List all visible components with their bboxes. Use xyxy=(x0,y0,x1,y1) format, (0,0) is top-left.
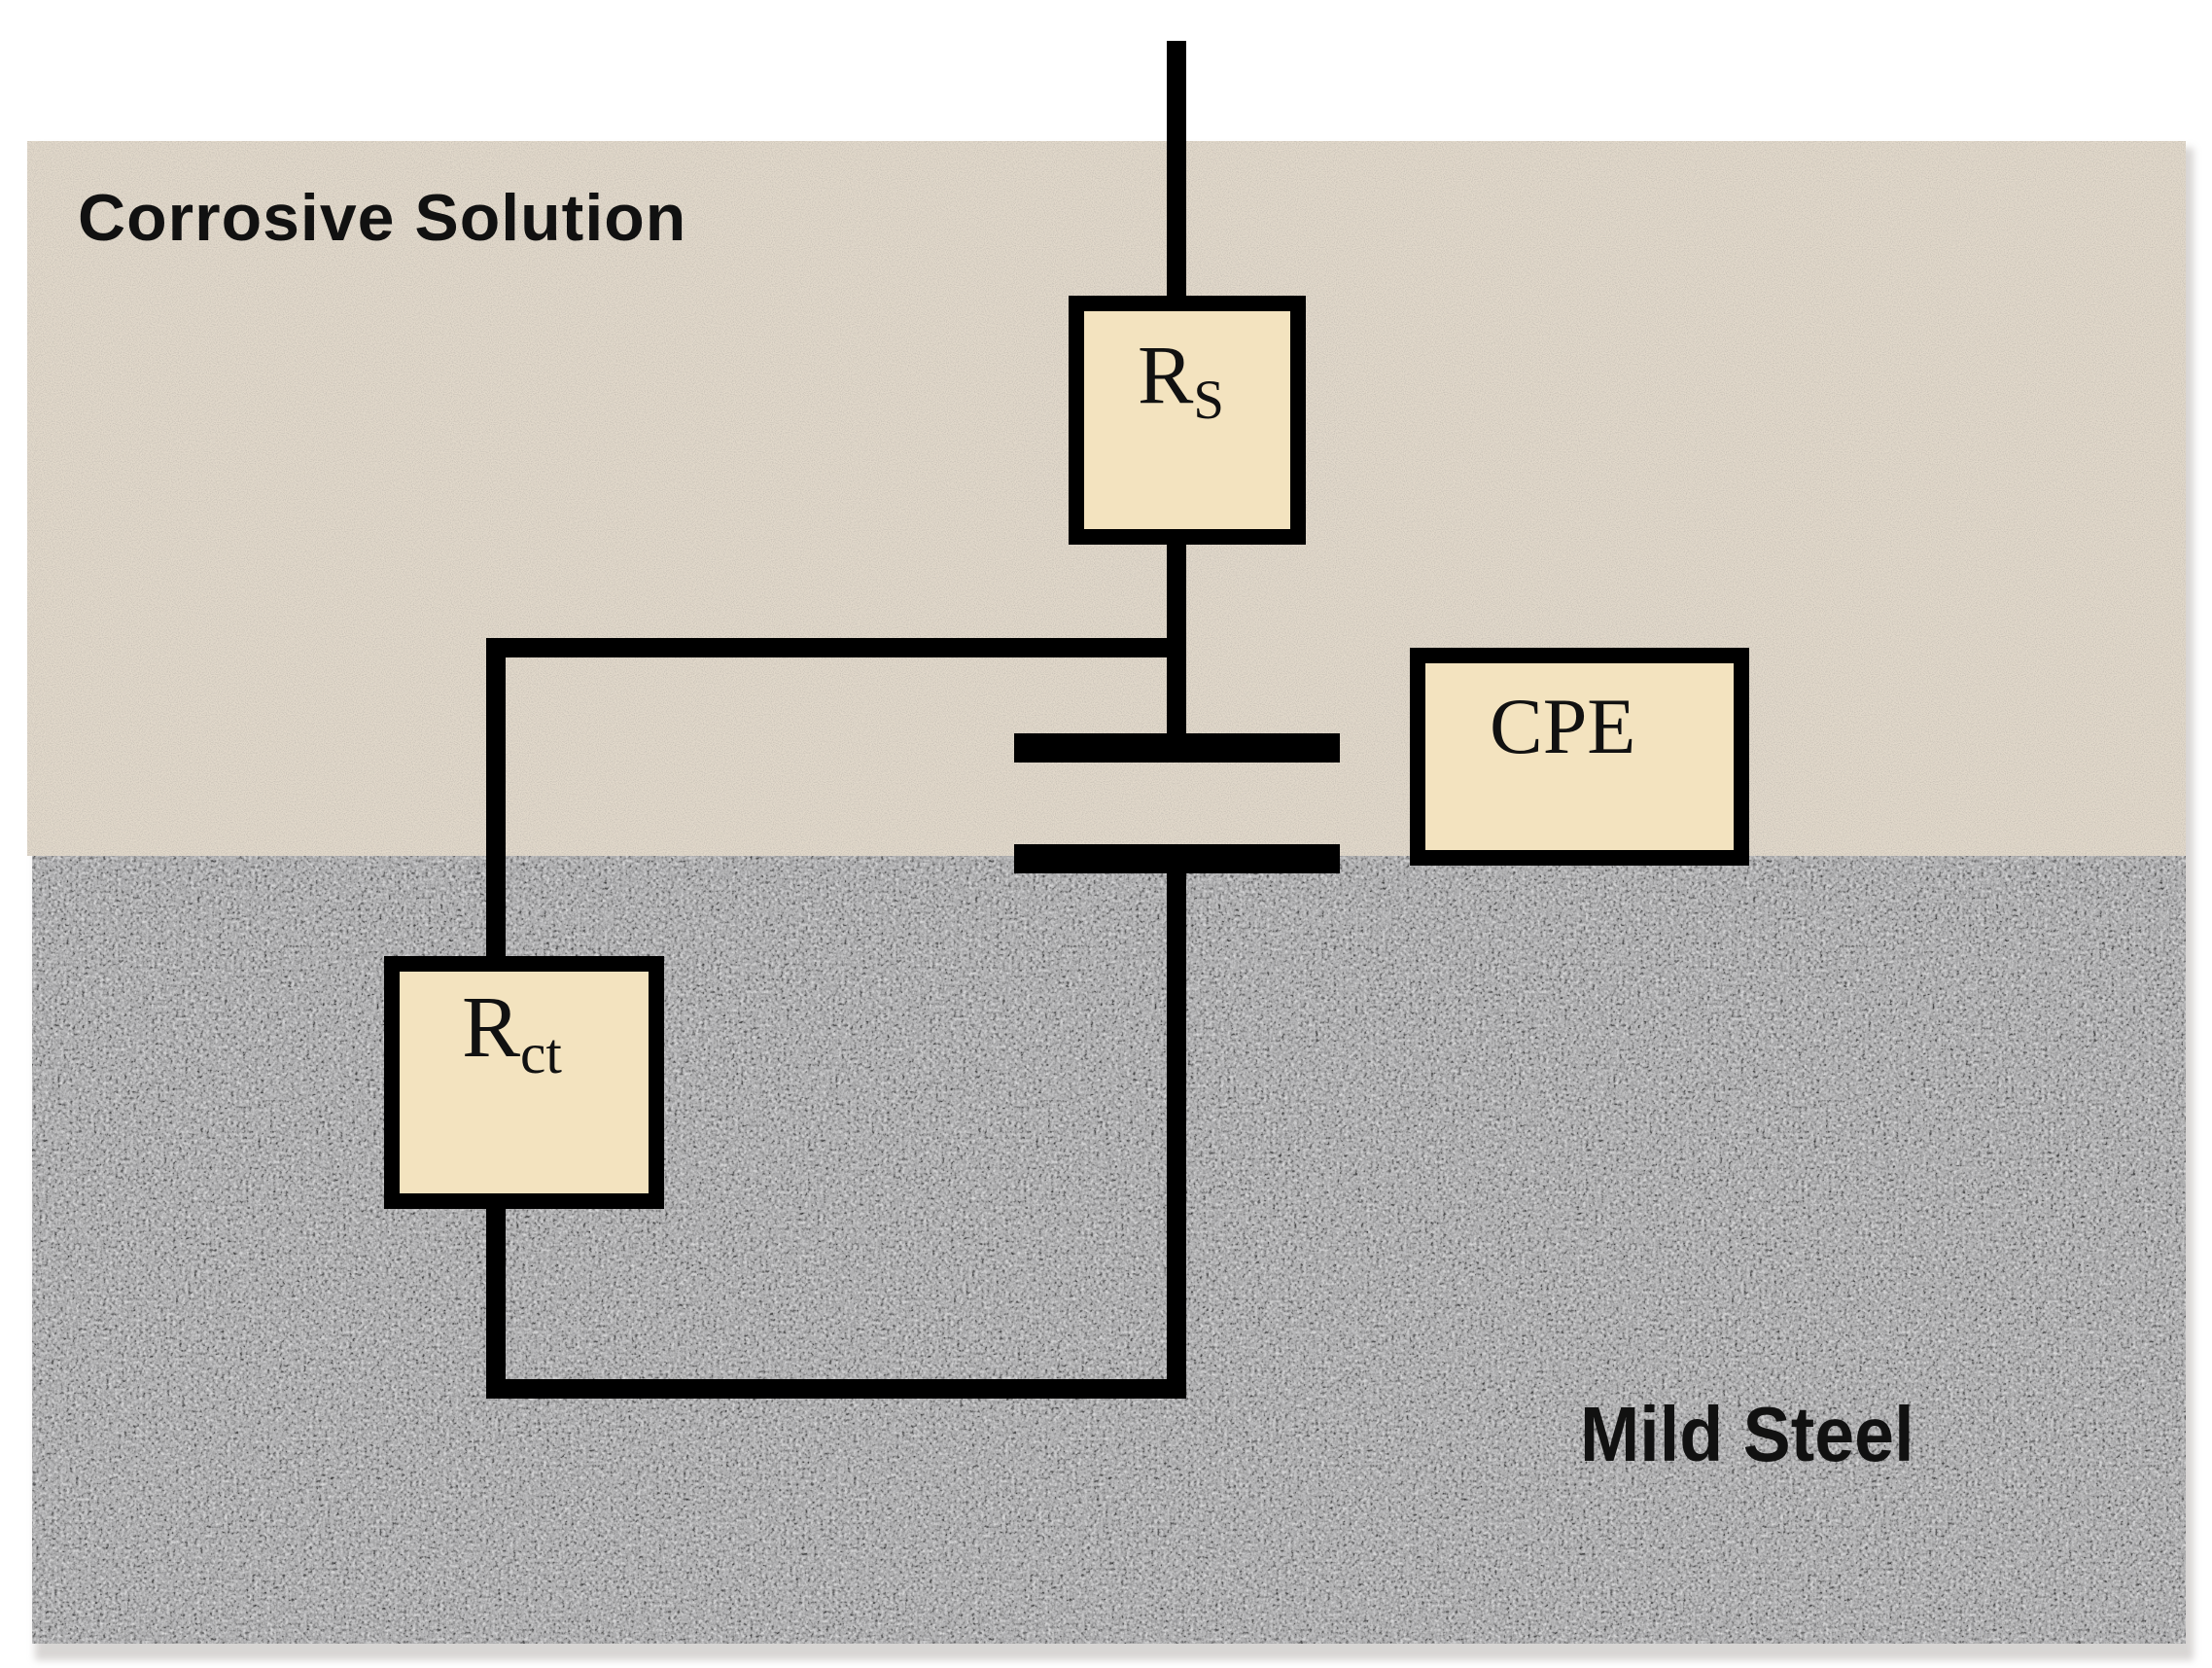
rs-box xyxy=(1069,296,1306,545)
circuit-wires xyxy=(486,41,1186,1399)
bottom-return-wire xyxy=(486,856,1186,1399)
rs-main: R xyxy=(1138,328,1194,421)
rct-main: R xyxy=(462,979,521,1076)
cpe-label: CPE xyxy=(1490,682,1636,770)
steel-texture xyxy=(32,856,2186,1644)
rct-label: Rct xyxy=(462,984,562,1082)
rct-subscript: ct xyxy=(520,1020,562,1085)
rct-box xyxy=(384,956,664,1209)
cpe-plate-top xyxy=(1014,733,1340,763)
mild-steel-label: Mild Steel xyxy=(1580,1391,1914,1477)
rct-top-branch-wire xyxy=(486,638,1186,968)
cpe-box xyxy=(1410,648,1749,866)
cpe-plate-bottom xyxy=(1014,844,1340,873)
rs-subscript: S xyxy=(1193,369,1224,431)
rs-label: RS xyxy=(1138,333,1224,428)
corrosive-solution-label: Corrosive Solution xyxy=(78,181,687,255)
